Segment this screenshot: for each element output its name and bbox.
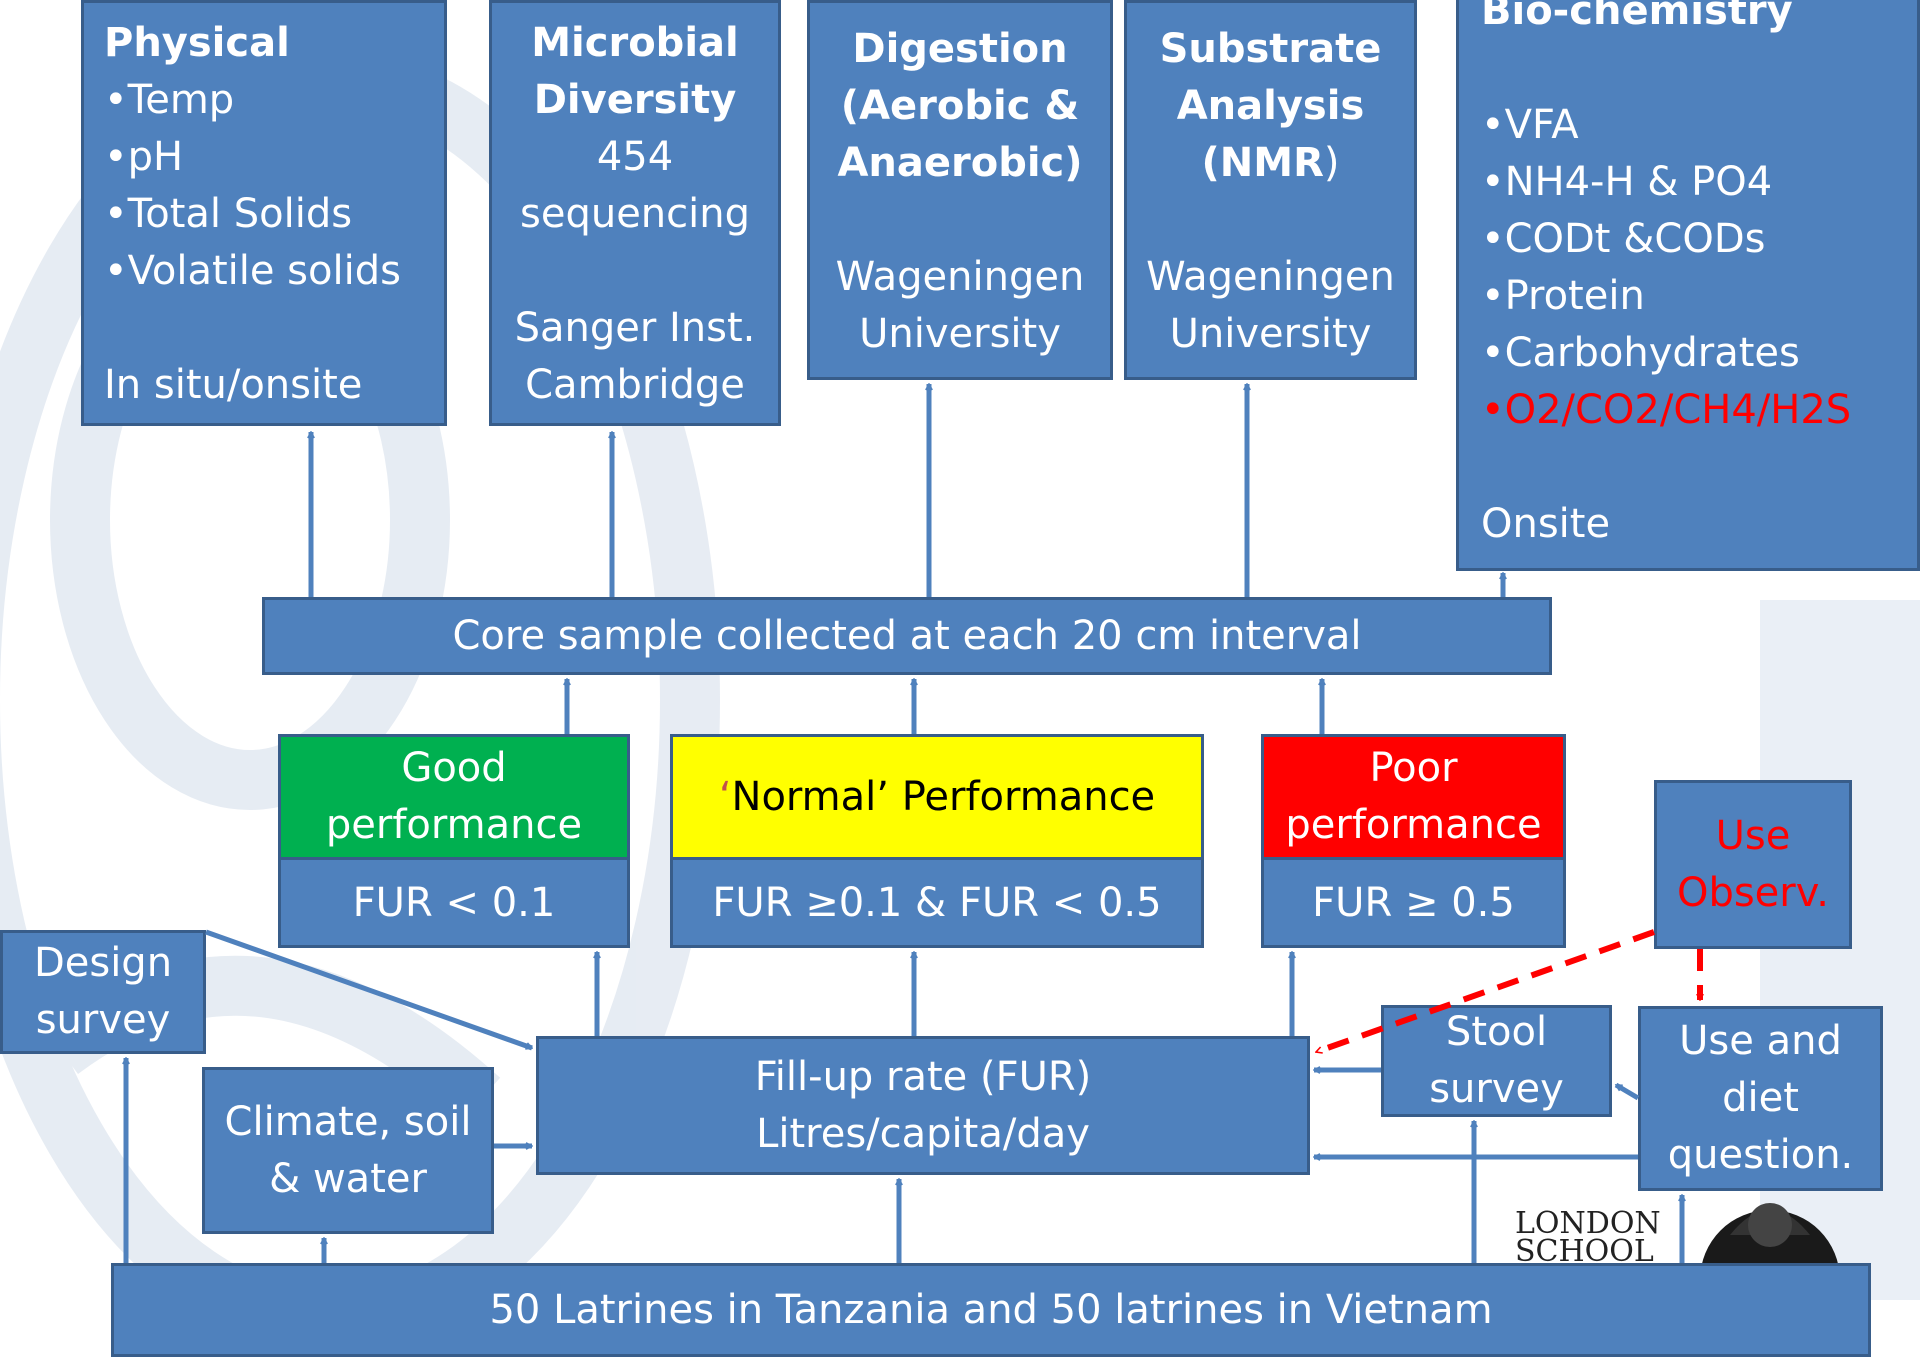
poor-criterion-label: FUR ≥ 0.5 [1312, 879, 1515, 926]
use-observ-line2: Observ. [1676, 869, 1830, 916]
poor-performance-box: Poor performance FUR ≥ 0.5 [1261, 734, 1566, 948]
good-performance-criterion: FUR < 0.1 [281, 857, 627, 945]
microbial-method-line1: 454 [596, 134, 674, 180]
fill-up-rate-box: Fill-up rate (FUR) Litres/capita/day [536, 1036, 1310, 1175]
stool-survey-line2: survey [1429, 1066, 1564, 1112]
use-diet-line3: question. [1667, 1132, 1854, 1178]
fur-line1: Fill-up rate (FUR) [754, 1053, 1092, 1100]
substrate-nmr-label: (NMR [1201, 140, 1324, 186]
digestion-title-line2: (Aerobic & [840, 83, 1080, 129]
biochemistry-title: Bio-chemistry [1481, 0, 1793, 34]
use-observ-line1: Use [1715, 812, 1791, 859]
stool-survey-box: Stool survey [1381, 1005, 1612, 1117]
microbial-method-line2: sequencing [520, 191, 750, 237]
digestion-location-line2: University [859, 311, 1061, 357]
core-sample-label: Core sample collected at each 20 cm inte… [452, 613, 1362, 659]
normal-performance-header: ‘Normal’ Performance [673, 737, 1201, 857]
good-performance-line2: performance [325, 802, 583, 848]
digestion-title-line1: Digestion [852, 26, 1068, 72]
substrate-box: Substrate Analysis (NMR) Wageningen Univ… [1124, 0, 1417, 380]
good-performance-box: Good performance FUR < 0.1 [278, 734, 630, 948]
substrate-location-line2: University [1169, 311, 1372, 357]
physical-item-volatile-solids: •Volatile solids [104, 248, 401, 294]
design-survey-line1: Design [33, 940, 173, 986]
good-criterion-label: FUR < 0.1 [352, 879, 556, 926]
biochemistry-item-nh4: •NH4-H & PO4 [1481, 159, 1773, 205]
latrines-box: 50 Latrines in Tanzania and 50 latrines … [111, 1263, 1871, 1357]
school-logo-text: LONDON SCHOOL [1515, 1206, 1661, 1269]
climate-line2: & water [269, 1155, 427, 1202]
biochemistry-item-gases: •O2/CO2/CH4/H2S [1481, 387, 1852, 433]
use-diet-line1: Use and [1679, 1018, 1842, 1064]
normal-criterion-label: FUR ≥0.1 & FUR < 0.5 [712, 879, 1162, 926]
digestion-box: Digestion (Aerobic & Anaerobic) Wagening… [807, 0, 1113, 380]
poor-performance-header: Poor performance [1264, 737, 1563, 857]
substrate-title-line3: (NMR) [1127, 135, 1414, 192]
use-diet-line2: diet [1722, 1075, 1799, 1121]
microbial-location-line2: Cambridge [525, 362, 745, 408]
physical-item-temp: •Temp [104, 77, 235, 123]
physical-item-total-solids: •Total Solids [104, 191, 353, 237]
use-observ-box: Use Observ. [1654, 780, 1852, 949]
microbial-title-line2: Diversity [533, 77, 737, 123]
design-survey-line2: survey [35, 997, 171, 1043]
normal-performance-quote: ‘ [718, 773, 732, 820]
substrate-nmr-close: ) [1323, 140, 1340, 186]
substrate-title-line2: Analysis [1176, 83, 1365, 129]
poor-performance-line1: Poor [1369, 745, 1458, 791]
fur-line2: Litres/capita/day [756, 1110, 1090, 1157]
climate-line1: Climate, soil [224, 1098, 472, 1145]
stool-survey-line1: Stool [1445, 1009, 1548, 1055]
physical-location: In situ/onsite [104, 362, 363, 408]
design-survey-box: Design survey [0, 930, 206, 1054]
normal-performance-box: ‘Normal’ Performance FUR ≥0.1 & FUR < 0.… [670, 734, 1204, 948]
latrines-label: 50 Latrines in Tanzania and 50 latrines … [489, 1287, 1493, 1333]
biochemistry-item-carbohydrates: •Carbohydrates [1481, 330, 1800, 376]
core-sample-box: Core sample collected at each 20 cm inte… [262, 597, 1552, 675]
biochemistry-box: Bio-chemistry •VFA •NH4-H & PO4 •CODt &C… [1456, 0, 1920, 571]
good-performance-line1: Good [401, 745, 507, 791]
substrate-title-line1: Substrate [1159, 26, 1382, 72]
biochemistry-item-protein: •Protein [1481, 273, 1645, 319]
climate-box: Climate, soil & water [202, 1067, 494, 1234]
poor-performance-line2: performance [1285, 802, 1542, 848]
microbial-box: Microbial Diversity 454 sequencing Sange… [489, 0, 781, 426]
physical-title: Physical [104, 20, 290, 66]
normal-performance-criterion: FUR ≥0.1 & FUR < 0.5 [673, 857, 1201, 945]
good-performance-header: Good performance [281, 737, 627, 857]
microbial-title-line1: Microbial [531, 20, 739, 66]
use-diet-box: Use and diet question. [1638, 1006, 1883, 1191]
digestion-title-line3: Anaerobic) [837, 140, 1083, 186]
substrate-location-line1: Wageningen [1146, 254, 1395, 300]
normal-performance-label: Normal’ Performance [731, 773, 1156, 820]
normal-performance-line: ‘Normal’ Performance [719, 769, 1155, 826]
poor-performance-criterion: FUR ≥ 0.5 [1264, 857, 1563, 945]
biochemistry-location: Onsite [1481, 501, 1611, 547]
biochemistry-item-cod: •CODt &CODs [1481, 216, 1766, 262]
microbial-location-line1: Sanger Inst. [514, 305, 756, 351]
physical-item-ph: •pH [104, 134, 184, 180]
biochemistry-item-vfa: •VFA [1481, 102, 1579, 148]
digestion-location-line1: Wageningen [835, 254, 1085, 300]
physical-box: Physical •Temp •pH •Total Solids •Volati… [81, 0, 447, 426]
